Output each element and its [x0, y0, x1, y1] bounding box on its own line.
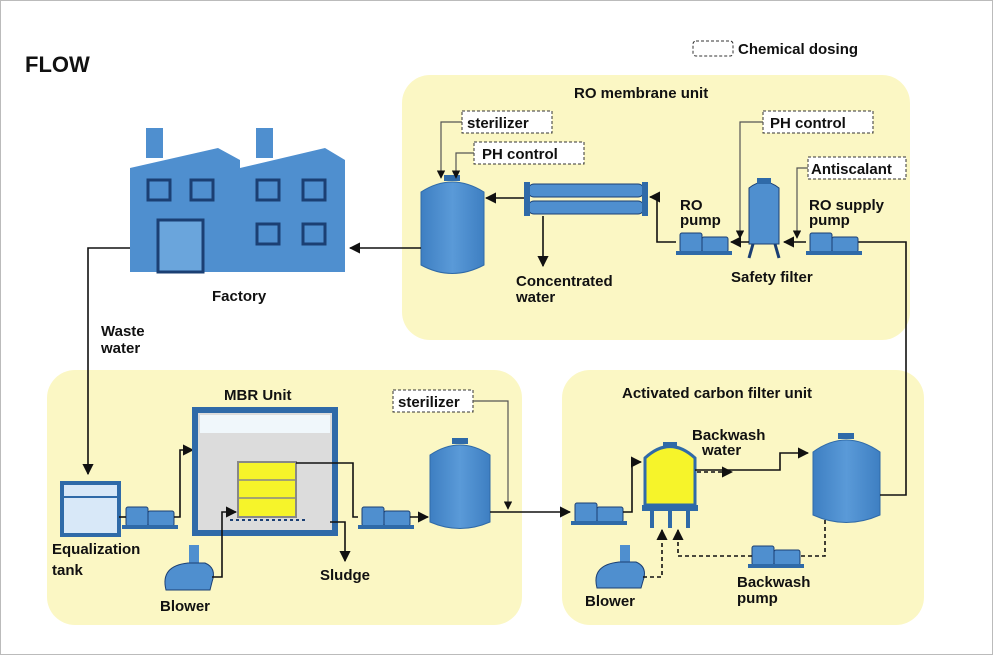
mbr-sterilizer-feed [473, 400, 513, 510]
legend-dosing-swatch [692, 40, 734, 57]
carbon-unit-title: Activated carbon filter unit [622, 385, 812, 402]
carbon-unit-zone [562, 370, 924, 625]
antiscalant-feed [792, 167, 808, 239]
ro-pump-to-membrane-line [648, 191, 676, 243]
ro-supply-pump [806, 232, 862, 255]
backwash-pump-label-2: pump [737, 590, 778, 607]
mbr-treated-water-tank [429, 438, 491, 529]
ro-pump-label-2: pump [680, 212, 721, 229]
mbr-blower-icon [164, 545, 214, 591]
carbon-treated-water-tank [812, 433, 881, 523]
mbr-unit-title: MBR Unit [224, 387, 292, 404]
mbr-sterilizer-label: sterilizer [398, 394, 460, 411]
ro-ph-control-label: PH control [482, 146, 558, 163]
tank-to-backwash-pump-line [800, 520, 826, 557]
legend-dosing-label: Chemical dosing [738, 41, 858, 58]
equalization-tank [60, 481, 121, 537]
ro-unit-title: RO membrane unit [574, 85, 708, 102]
backwash-water-label-2: water [701, 442, 741, 459]
sludge-label: Sludge [320, 567, 370, 584]
page-title: FLOW [25, 52, 90, 77]
equalization-label-1: Equalization [52, 541, 140, 558]
antiscalant-box [807, 156, 907, 180]
activated-carbon-filter [642, 442, 698, 528]
concentrate-label-1: Concentrated [516, 273, 613, 290]
concentrate-label-2: water [515, 289, 555, 306]
blower-air-line [212, 506, 238, 578]
ro-sterilizer-feed [436, 121, 462, 179]
waste-water-label-1: Waste [101, 323, 145, 340]
equalization-label-2: tank [52, 562, 84, 579]
ro-unit-zone [402, 75, 910, 340]
mbr-feed-pump [122, 506, 178, 529]
ro-sterilizer-label: sterilizer [467, 115, 529, 132]
mbr-tank [192, 407, 338, 536]
carbon-to-ro-riser [850, 241, 907, 496]
mbr-transfer-pump [358, 506, 414, 529]
carbon-feed-pump [571, 502, 627, 525]
filter-ph-control-feed [735, 121, 763, 239]
ro-pump-label-1: RO [680, 197, 703, 214]
backwash-pump [748, 545, 804, 568]
pump-to-mbr-line [174, 444, 195, 518]
filter-ph-control-label: PH control [770, 115, 846, 132]
ro-pump [676, 232, 732, 255]
mbr-permeate-line [296, 462, 358, 518]
waste-water-line [82, 247, 130, 476]
backwash-pump-to-filter-line [672, 528, 752, 557]
antiscalant-label: Antiscalant [811, 161, 892, 178]
ro-ph-control-feed [451, 152, 474, 179]
carbon-blower-label: Blower [585, 593, 635, 610]
carbon-blower-icon [595, 545, 645, 589]
pump-to-carbon-line [623, 456, 643, 513]
factory-icon [130, 128, 345, 274]
safety-filter-label: Safety filter [731, 269, 813, 286]
ro-product-water-tank [420, 175, 485, 274]
backwash-water-label-1: Backwash [692, 427, 765, 444]
ro-supply-label-2: pump [809, 212, 850, 229]
factory-label: Factory [212, 288, 267, 305]
ro-membrane-vessels [524, 182, 648, 216]
mbr-blower-label: Blower [160, 598, 210, 615]
carbon-to-tank-line [695, 447, 810, 471]
carbon-blower-line [643, 528, 668, 578]
safety-filter [747, 178, 781, 259]
waste-water-label-2: water [100, 340, 140, 357]
ro-supply-label-1: RO supply [809, 197, 885, 214]
sludge-line [330, 521, 351, 563]
backwash-pump-label-1: Backwash [737, 574, 810, 591]
